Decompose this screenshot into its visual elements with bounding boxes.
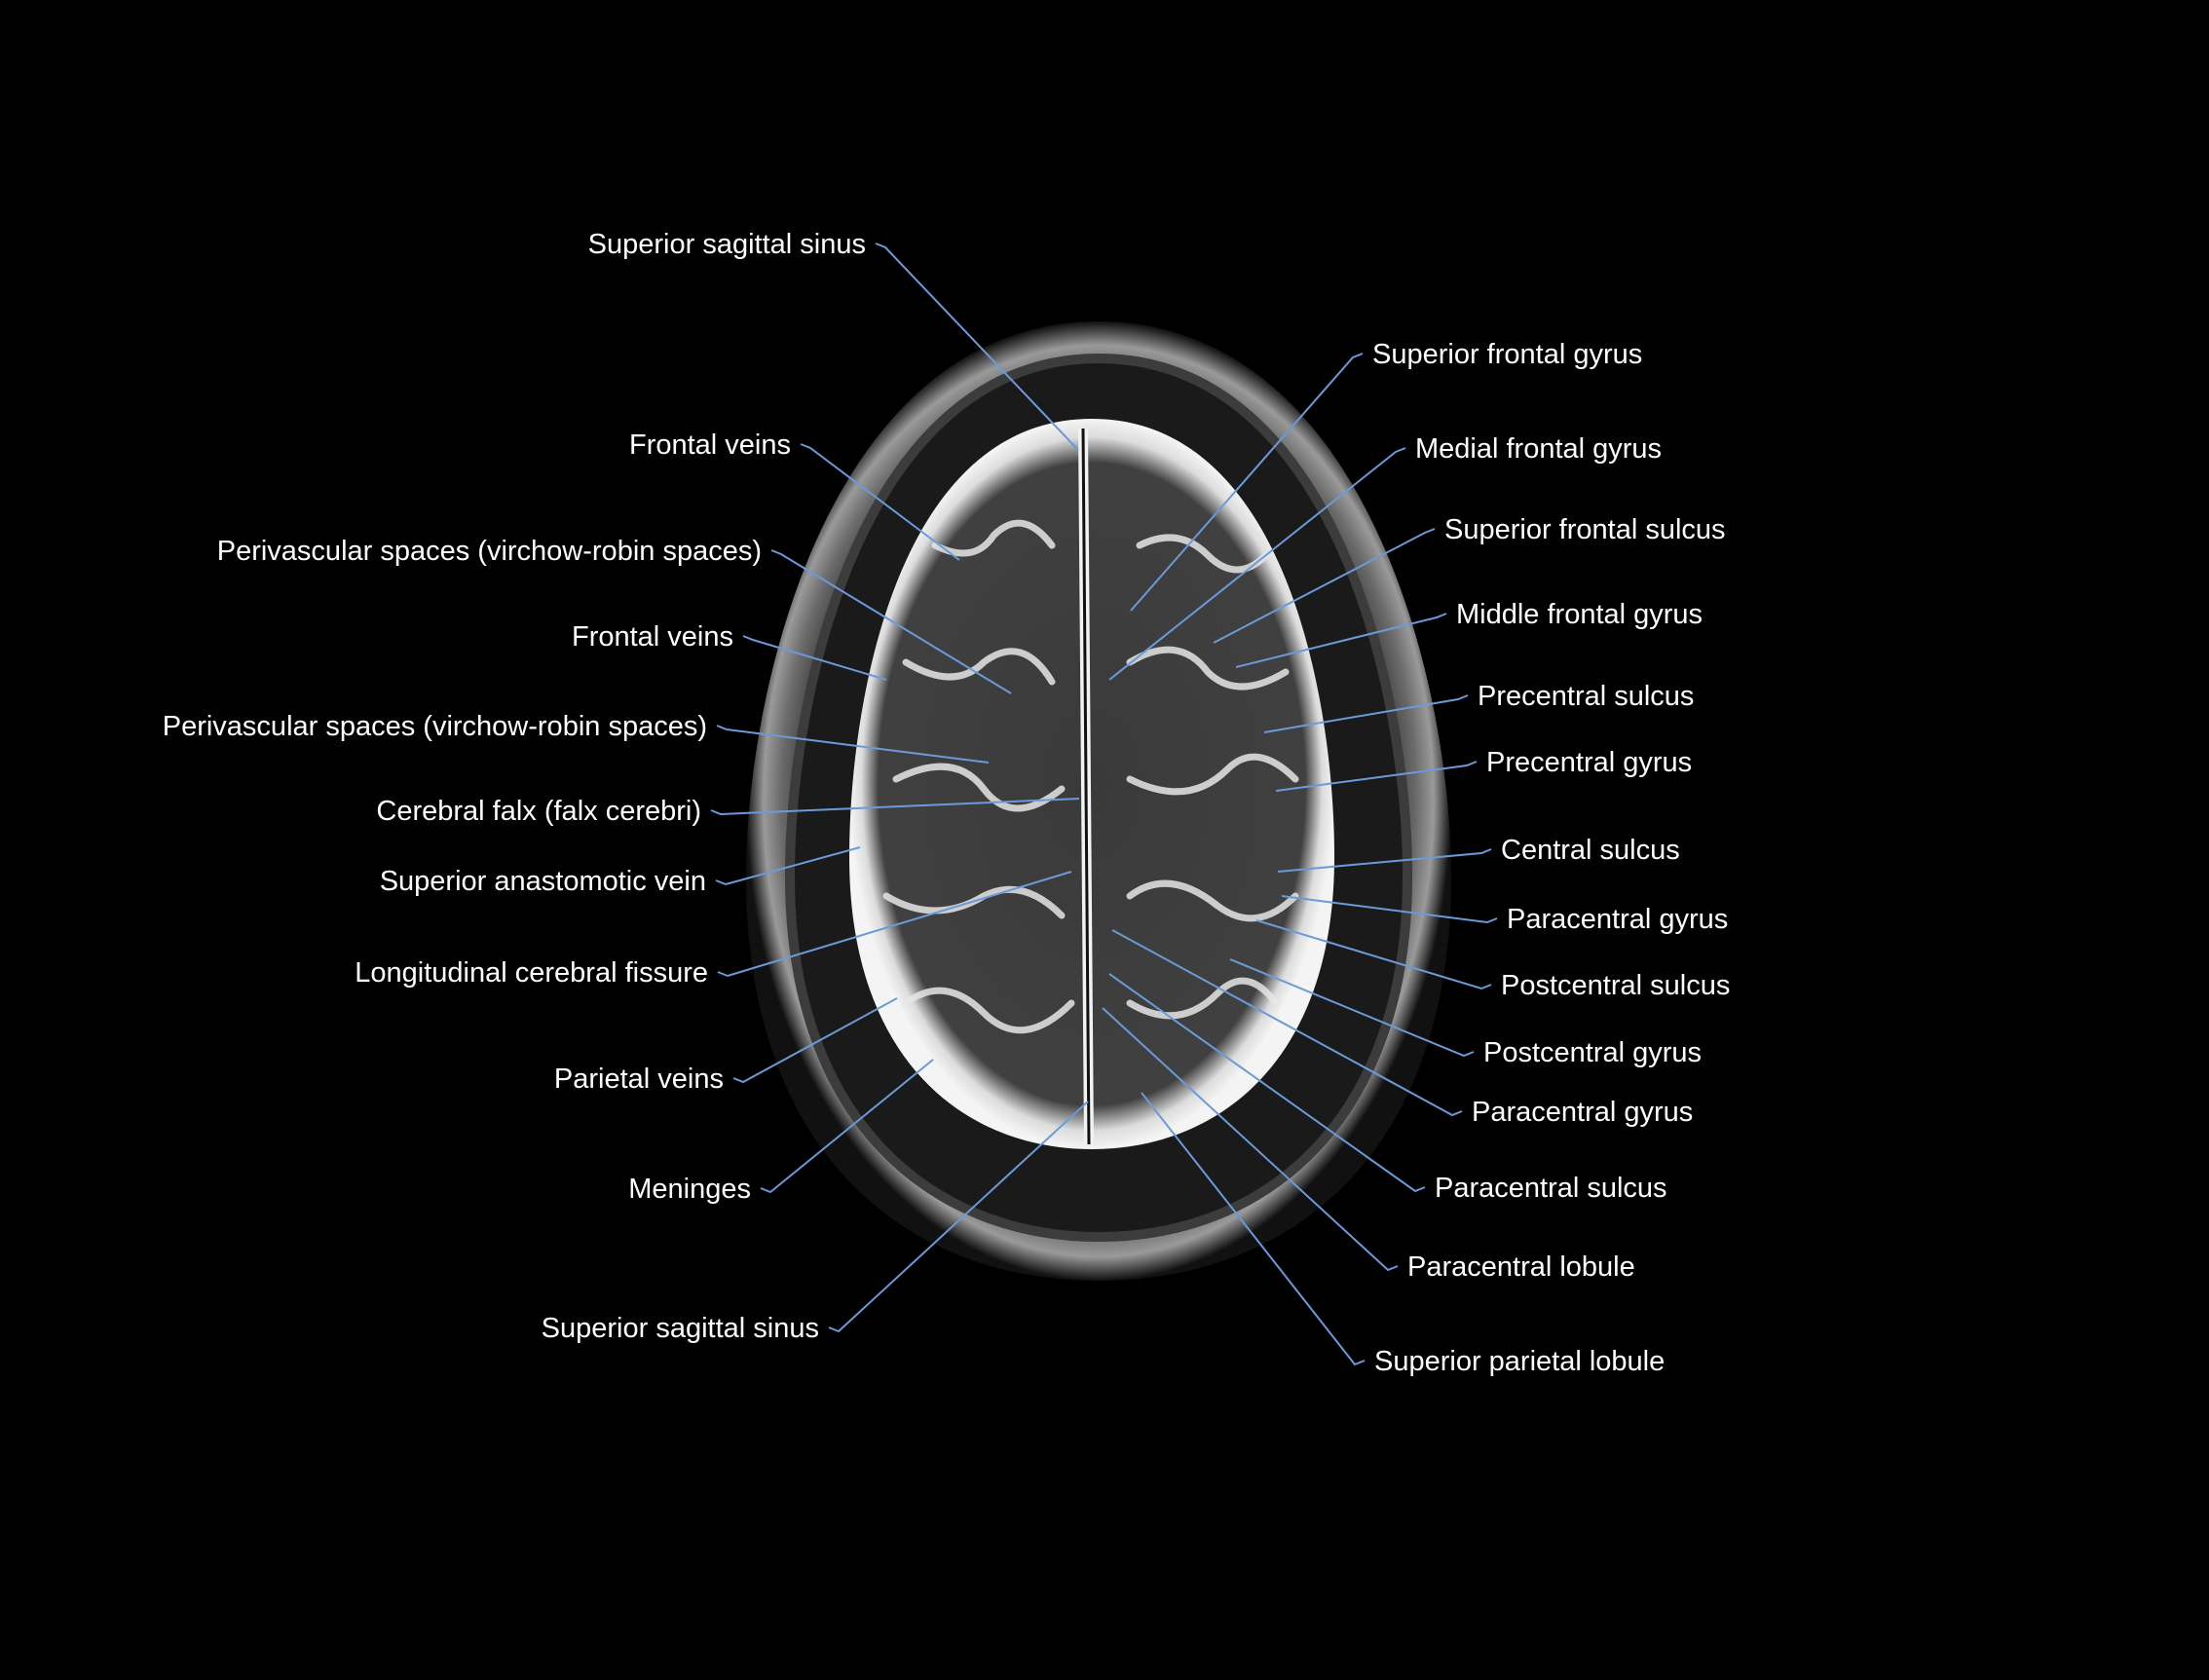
label-paracentral-gyrus: Paracentral gyrus bbox=[1507, 904, 1729, 935]
leader-line bbox=[1213, 528, 1436, 644]
label-paracentral-gyrus: Paracentral gyrus bbox=[1472, 1097, 1694, 1128]
leader-line bbox=[828, 1101, 1089, 1333]
label-middle-frontal-gyrus: Middle frontal gyrus bbox=[1456, 599, 1704, 630]
label-precentral-sulcus: Precentral sulcus bbox=[1478, 681, 1695, 712]
leader-line bbox=[1277, 848, 1492, 873]
leader-line bbox=[1235, 613, 1447, 668]
leader-line bbox=[1130, 353, 1364, 612]
label-perivascular-spaces-virchow-robin-spaces: Perivascular spaces (virchow-robin space… bbox=[216, 536, 762, 567]
label-frontal-veins: Frontal veins bbox=[571, 621, 733, 653]
leader-line bbox=[875, 243, 1079, 451]
leader-line bbox=[1281, 895, 1498, 924]
label-superior-frontal-gyrus: Superior frontal gyrus bbox=[1372, 339, 1643, 370]
leader-line bbox=[1102, 1007, 1399, 1272]
leader-line bbox=[1141, 1092, 1366, 1366]
label-postcentral-sulcus: Postcentral sulcus bbox=[1501, 970, 1731, 1001]
leader-line bbox=[715, 846, 861, 886]
leader-line bbox=[760, 1059, 934, 1194]
label-precentral-gyrus: Precentral gyrus bbox=[1486, 747, 1693, 778]
head-mri-slice bbox=[746, 321, 1451, 1281]
leader-line bbox=[732, 997, 898, 1084]
leader-line bbox=[1108, 447, 1406, 681]
leader-line bbox=[1111, 929, 1463, 1117]
leader-line bbox=[1229, 958, 1475, 1058]
leader-line bbox=[1263, 694, 1469, 733]
leader-line bbox=[1275, 761, 1478, 792]
label-parietal-veins: Parietal veins bbox=[553, 1064, 724, 1095]
leader-line bbox=[742, 635, 887, 681]
label-perivascular-spaces-virchow-robin-spaces: Perivascular spaces (virchow-robin space… bbox=[162, 711, 707, 742]
leader-line bbox=[710, 798, 1080, 816]
label-superior-parietal-lobule: Superior parietal lobule bbox=[1374, 1346, 1666, 1377]
label-paracentral-lobule: Paracentral lobule bbox=[1407, 1251, 1635, 1283]
label-superior-sagittal-sinus: Superior sagittal sinus bbox=[541, 1313, 819, 1344]
gyri-pattern bbox=[882, 519, 1299, 1034]
label-postcentral-gyrus: Postcentral gyrus bbox=[1483, 1037, 1703, 1068]
leader-lines bbox=[710, 243, 1498, 1366]
label-medial-frontal-gyrus: Medial frontal gyrus bbox=[1415, 433, 1663, 465]
label-central-sulcus: Central sulcus bbox=[1501, 835, 1680, 866]
label-cerebral-falx-falx-cerebri: Cerebral falx (falx cerebri) bbox=[376, 796, 701, 827]
label-superior-anastomotic-vein: Superior anastomotic vein bbox=[379, 866, 706, 897]
leader-line bbox=[717, 871, 1072, 978]
leader-line bbox=[1255, 919, 1492, 990]
label-longitudinal-cerebral-fissure: Longitudinal cerebral fissure bbox=[355, 957, 708, 989]
label-superior-sagittal-sinus: Superior sagittal sinus bbox=[587, 229, 866, 260]
brain bbox=[849, 419, 1334, 1149]
label-paracentral-sulcus: Paracentral sulcus bbox=[1435, 1173, 1667, 1204]
label-meninges: Meninges bbox=[628, 1174, 751, 1205]
label-frontal-veins: Frontal veins bbox=[628, 429, 791, 461]
leader-line bbox=[716, 725, 990, 764]
leader-line bbox=[800, 443, 960, 561]
leader-line bbox=[1108, 973, 1426, 1193]
leader-line bbox=[770, 549, 1012, 694]
label-superior-frontal-sulcus: Superior frontal sulcus bbox=[1444, 514, 1726, 545]
